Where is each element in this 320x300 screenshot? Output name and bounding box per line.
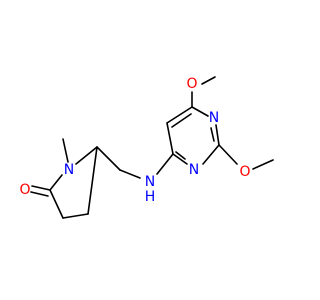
bond-ring-left-ring-top — [166, 106, 193, 124]
bond-lactamN-c2 — [49, 174, 63, 191]
bond-c2-c3 — [49, 189, 64, 219]
atom-o-methoxy-top: O — [186, 76, 197, 92]
bond-ring-bottom-ring-left — [166, 122, 174, 155]
bonds — [30, 76, 274, 219]
atom-n-ring-upper: N — [209, 110, 219, 126]
bond-ring-bottom-amineN — [156, 153, 174, 175]
bond-c5-lactamN — [75, 146, 98, 165]
atom-labels: O N N O N H N O — [19, 76, 250, 205]
bond-lowerN-ring-bottom-double — [175, 151, 186, 160]
bond-ch2-c5 — [96, 146, 121, 171]
bond-ring-left-ring-top-double — [171, 113, 192, 128]
bond-upperN-ring-right-double — [210, 127, 215, 142]
atom-h-amine: H — [145, 189, 156, 205]
bond-c2-carbonylO — [31, 185, 51, 191]
bond-c4-c5 — [87, 146, 98, 215]
bond-amineN-ch2 — [119, 169, 141, 179]
bond-ring-right-o-right — [218, 144, 238, 165]
atom-o-carbonyl: O — [19, 182, 30, 198]
bond-lactamN-methyl — [62, 138, 69, 163]
bond-o-right-methyl — [252, 159, 274, 170]
bond-c2-carbonylO-double — [30, 191, 49, 197]
atom-n-lactam: N — [64, 162, 74, 178]
atom-n-amine: N — [145, 174, 155, 190]
bond-methyl-o-top — [201, 76, 216, 85]
bond-c3-c4 — [62, 213, 89, 219]
atom-o-methoxy-right: O — [239, 164, 250, 180]
bond-upperN-ring-right — [215, 124, 220, 146]
bond-lowerN-ring-bottom — [172, 153, 188, 165]
molecule-structure: O N N O N H N O — [19, 76, 274, 219]
bond-ring-right-lowerN — [202, 144, 220, 165]
bond-ring-top-upperN — [191, 106, 209, 117]
atom-n-ring-lower: N — [189, 162, 199, 178]
